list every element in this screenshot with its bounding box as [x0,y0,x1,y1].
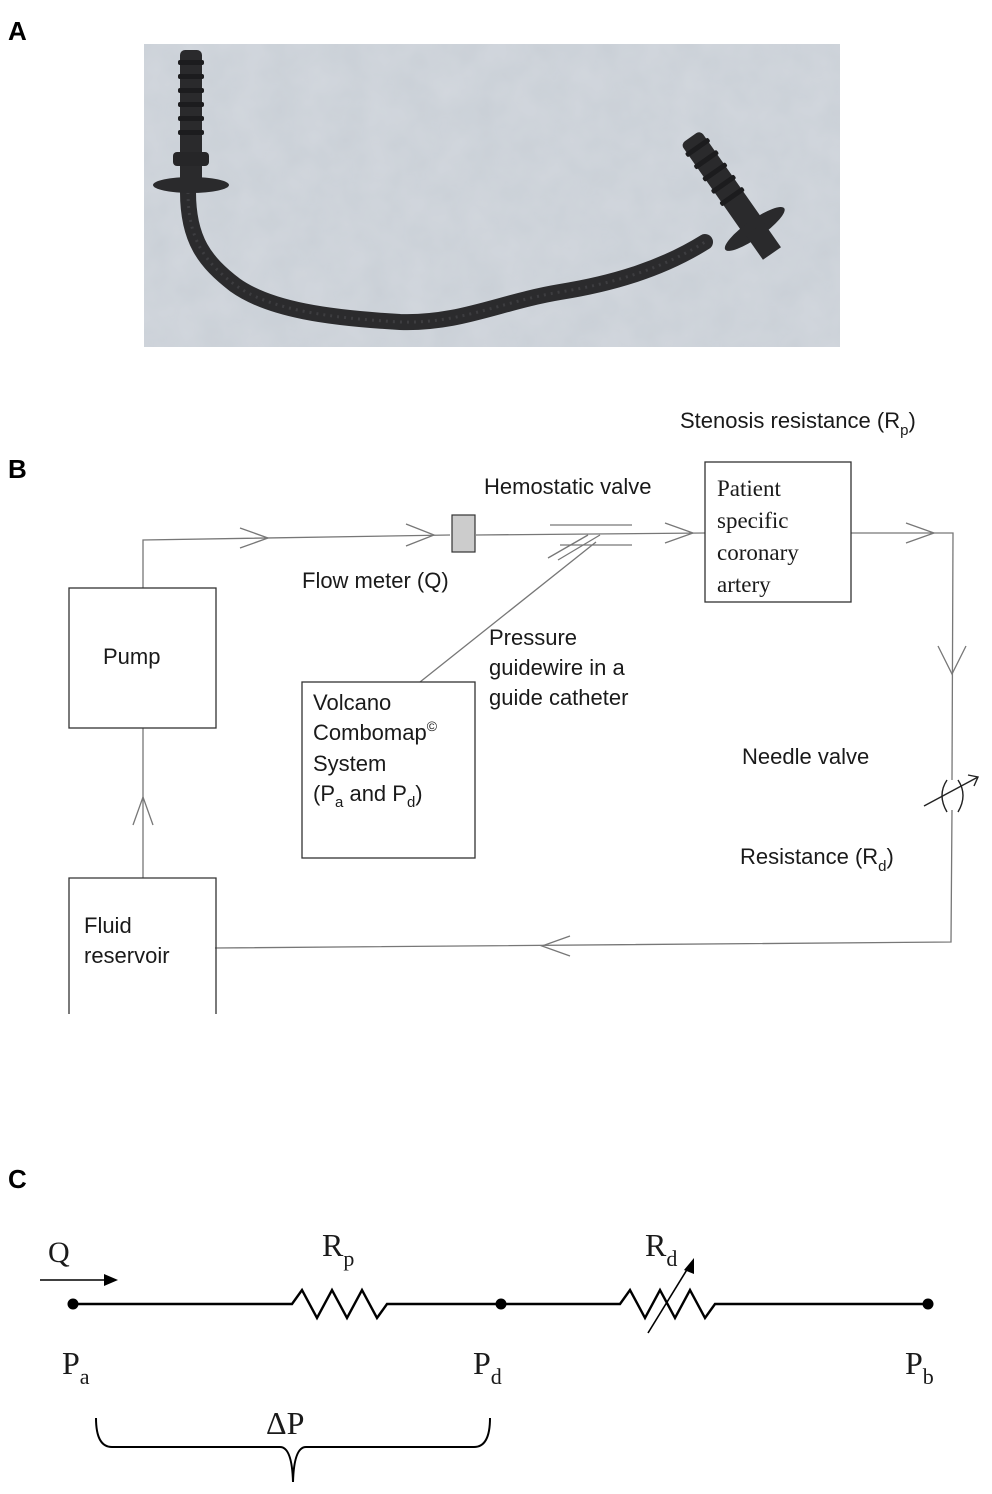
rp-label: Rp [322,1227,354,1271]
left-barbed-connector [153,50,229,193]
arrow-7 [132,795,154,826]
pressure-guidewire-line-3: guide catheter [489,685,628,710]
resistor-rd-icon [592,1287,740,1321]
volcano-line-2: Combomap© [313,718,438,745]
patient-artery-box [704,461,852,603]
needle-valve-label: Needle valve [742,744,869,769]
pd-label: Pd [473,1345,502,1389]
resistor-rp-icon [264,1287,412,1321]
artery-outlet-line [851,532,954,781]
flow-meter-label: Flow meter (Q) [302,568,449,593]
node-pa [67,1298,79,1310]
fluid-reservoir-line-2: reservoir [84,943,170,968]
return-line [214,809,953,949]
volcano-system-box [301,681,476,859]
needle-valve-icon [923,774,979,813]
delta-p-brace [95,1417,491,1483]
arrow-6 [540,935,571,957]
fluid-reservoir-box [68,877,217,1014]
pa-label: Pa [62,1345,90,1389]
arrow-1 [239,527,270,549]
node-pb [922,1298,934,1310]
hemostatic-valve-symbol [547,524,632,561]
pressure-guidewire-line-1: Pressure [489,625,577,650]
pressure-guidewire-line-2: guidewire in a [489,655,626,680]
delta-p-label: ΔP [266,1405,304,1441]
flowmeter-to-artery-line [475,532,706,536]
flow-direction-arrow [40,1274,118,1286]
fluid-reservoir-line-1: Fluid [84,913,132,938]
resistance-rd-label: Resistance (Rd) [740,844,894,875]
stenosis-resistance-label: Stenosis resistance (Rp) [680,408,916,439]
artery-model-photo [144,44,840,347]
flow-meter-icon [451,514,476,553]
volcano-line-1: Volcano [313,690,391,715]
hemostatic-valve-label: Hemostatic valve [484,474,652,499]
pump-box [68,587,217,729]
pump-label: Pump [103,644,160,669]
node-pd [495,1298,507,1310]
arrow-5 [937,645,967,676]
volcano-line-3: System [313,751,386,776]
pressure-guidewire-line [419,541,597,683]
patient-box-line-3: coronary [717,540,799,565]
flow-q-label: Q [48,1236,70,1269]
flow-arrows [132,522,967,957]
circuit-lines [142,532,954,949]
artery-texture [186,191,706,324]
arrow-2 [405,523,436,547]
arrow-4 [905,522,936,544]
volcano-line-4: (Pa and Pd) [313,781,423,811]
panel-b-label: B [8,454,27,484]
patient-box-line-2: specific [717,508,789,533]
right-barbed-connector [682,132,785,260]
pb-label: Pb [905,1345,934,1389]
rd-label: Rd [645,1227,677,1271]
variable-resistor-arrow [647,1258,694,1334]
panel-c-label: C [8,1164,27,1194]
patient-box-line-4: artery [717,572,771,597]
arrow-3 [664,522,695,544]
pump-outlet-line [142,534,451,588]
patient-box-line-1: Patient [717,476,781,501]
panel-a-label: A [8,16,27,46]
